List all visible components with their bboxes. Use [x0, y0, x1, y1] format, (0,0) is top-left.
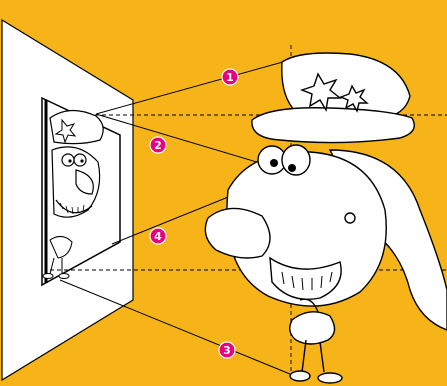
svg-text:1: 1 — [226, 71, 234, 84]
badge-2: 2 — [149, 136, 167, 154]
sight-line-3 — [59, 279, 291, 375]
sight-line-1 — [95, 59, 291, 115]
right-shoe — [317, 372, 343, 384]
body — [289, 311, 336, 345]
right-pupil — [288, 164, 296, 172]
cartoon-character — [204, 52, 447, 384]
badge-3: 3 — [218, 341, 236, 359]
mirror-reflection — [41, 96, 121, 287]
hat-star-large — [299, 72, 342, 112]
hat-star-small — [339, 84, 369, 113]
left-shoe — [289, 370, 311, 382]
svg-text:3: 3 — [223, 344, 231, 357]
mouth — [269, 256, 342, 300]
badge-4: 4 — [149, 227, 167, 245]
teeth — [281, 271, 333, 291]
nose — [204, 207, 271, 259]
right-eye — [281, 144, 311, 176]
svg-text:2: 2 — [154, 139, 162, 152]
hat-brim — [251, 107, 415, 144]
legs — [301, 339, 325, 373]
svg-text:4: 4 — [154, 230, 162, 243]
ear — [344, 212, 356, 224]
left-pupil — [270, 159, 278, 167]
badge-1: 1 — [221, 68, 239, 86]
